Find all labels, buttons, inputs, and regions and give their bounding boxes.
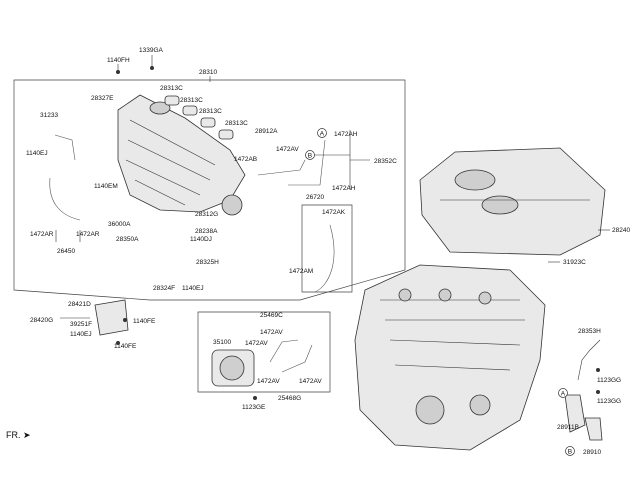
bracket-28910 (564, 394, 603, 441)
callout-b-label: B (308, 153, 312, 160)
label-28911B: 28911B (557, 424, 579, 431)
hose-28352C-upper (257, 159, 306, 176)
label-1472AV-d: 1472AV (257, 378, 280, 385)
label-28313C-3: 28313C (199, 108, 222, 115)
throttle-body (211, 349, 255, 387)
part-labels: 1339GA 1140FH 28310 28313C 28313C 28313C… (26, 47, 630, 456)
label-25469C: 25469C (260, 312, 283, 319)
label-1140EJ-b: 1140EJ (182, 285, 204, 292)
label-1140FE-a: 1140FE (133, 318, 156, 325)
front-label: FR. (6, 430, 21, 440)
label-1472AR-b: 1472AR (76, 231, 100, 238)
label-26720: 26720 (306, 194, 324, 201)
label-36000A: 36000A (108, 221, 131, 228)
label-1472AR-a: 1472AR (30, 231, 54, 238)
engine-cover (419, 147, 606, 256)
pcv-line-28353H (577, 339, 601, 381)
label-1472AM: 1472AM (289, 268, 313, 275)
label-1472AH-a: 1472AH (334, 131, 358, 138)
callout-B-bottom: B (565, 446, 575, 456)
label-1472AK: 1472AK (322, 209, 346, 216)
label-25468G: 25468G (278, 395, 301, 402)
label-1472AV-a: 1472AV (276, 146, 299, 153)
callout-A-bottom: A (558, 388, 568, 398)
label-1140FH: 1140FH (107, 57, 130, 64)
label-28312G: 28312G (195, 211, 218, 218)
label-1140FE-b: 1140FE (114, 343, 137, 350)
label-28313C-4: 28313C (225, 120, 248, 127)
hose-25468G (281, 344, 313, 373)
label-28420G: 28420G (30, 317, 53, 324)
callout-b-label-2: B (568, 449, 572, 456)
fasteners (116, 66, 600, 400)
label-1339GA: 1339GA (139, 47, 164, 54)
label-1472AV-b: 1472AV (260, 329, 283, 336)
label-28313C-2: 28313C (180, 97, 203, 104)
label-28421D: 28421D (68, 301, 91, 308)
hose-25469C (269, 339, 299, 363)
front-direction-marker: FR. ➤ (6, 430, 31, 441)
label-28353H: 28353H (578, 328, 601, 335)
label-28325H: 28325H (196, 259, 219, 266)
label-1123GE: 1123GE (242, 404, 266, 411)
label-28238A: 28238A (195, 228, 218, 235)
label-1140EJ-a: 1140EJ (26, 150, 48, 157)
throttle-group-frame (197, 311, 331, 393)
label-1140DJ: 1140DJ (190, 236, 212, 243)
label-28350A: 28350A (116, 236, 139, 243)
manifold-group-frame (13, 79, 406, 301)
label-28352C: 28352C (374, 158, 397, 165)
label-31923C: 31923C (563, 259, 586, 266)
label-1472AV-c: 1472AV (245, 340, 268, 347)
label-1140EM: 1140EM (94, 183, 118, 190)
hose-group-frame (301, 204, 353, 293)
label-28912A: 28912A (255, 128, 278, 135)
pipe-31233 (54, 134, 76, 161)
label-1123GG-b: 1123GG (597, 398, 621, 405)
intake-manifold (117, 94, 246, 216)
label-28313C-1: 28313C (160, 85, 183, 92)
label-28910: 28910 (583, 449, 601, 456)
label-31233: 31233 (40, 112, 58, 119)
label-28240: 28240 (612, 227, 630, 234)
label-28310: 28310 (199, 69, 217, 76)
gaskets (164, 95, 234, 140)
hose-1472AM (314, 224, 335, 293)
label-1472AH-b: 1472AH (332, 185, 356, 192)
label-39251F: 39251F (70, 321, 92, 328)
label-35100: 35100 (213, 339, 231, 346)
label-1123GG-a: 1123GG (597, 377, 621, 384)
label-1140EJ-c: 1140EJ (70, 331, 92, 338)
label-1472AV-e: 1472AV (299, 378, 322, 385)
callout-A-top: A (317, 128, 327, 138)
bracket-28420G (94, 299, 129, 336)
label-28327E: 28327E (91, 95, 114, 102)
label-26450: 26450 (57, 248, 75, 255)
engine-block (354, 264, 546, 451)
label-1472AB: 1472AB (234, 156, 257, 163)
callout-B-top: B (305, 150, 315, 160)
callout-a-label: A (320, 131, 325, 138)
callout-a-label-2: A (561, 391, 566, 398)
hose-26450 (49, 177, 81, 221)
label-28324F: 28324F (153, 285, 175, 292)
front-arrow-icon: ➤ (23, 430, 31, 440)
